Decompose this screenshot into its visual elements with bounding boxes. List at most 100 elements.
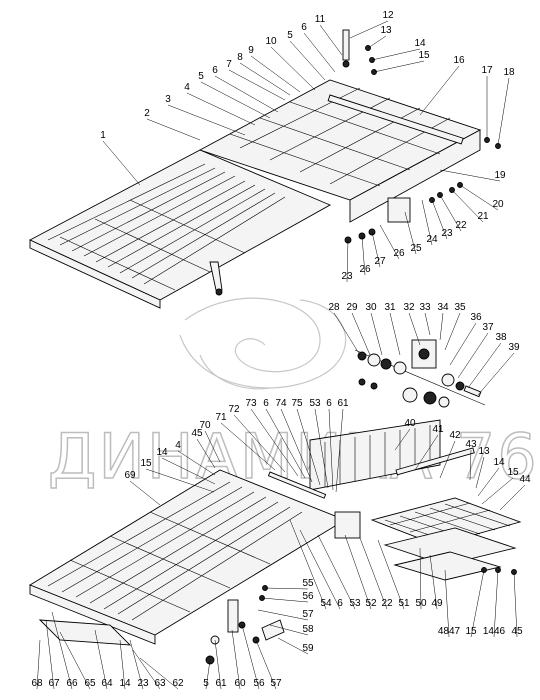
callout-label-c43: 43 xyxy=(465,439,477,450)
leader-line-c52 xyxy=(344,534,372,610)
leader-line-c5b xyxy=(289,40,326,81)
callout-label-c45: 45 xyxy=(191,428,203,439)
lower-link-rod xyxy=(267,471,327,499)
leader-line-c54 xyxy=(289,519,327,610)
leader-line-c4847 xyxy=(444,569,450,638)
leader-line-c27 xyxy=(371,231,381,268)
leader-line-c71 xyxy=(220,422,276,471)
leader-line-c15a xyxy=(373,60,425,73)
leader-line-c29 xyxy=(351,312,371,356)
callout-label-c73: 73 xyxy=(245,398,257,409)
callout-label-c41: 41 xyxy=(432,424,444,435)
callout-label-c33: 33 xyxy=(419,302,431,313)
leader-line-c38 xyxy=(467,342,502,389)
callout-label-c21: 21 xyxy=(477,211,489,222)
callout-label-c16: 16 xyxy=(453,55,465,66)
leader-line-c1 xyxy=(102,140,141,186)
callout-label-c29: 29 xyxy=(346,302,358,313)
callout-label-c64: 64 xyxy=(101,678,113,689)
upper-right-bracket xyxy=(387,197,411,223)
callout-label-c61a: 61 xyxy=(337,398,349,409)
callout-label-c6b: 6 xyxy=(301,22,307,33)
lower-diagonal-bar xyxy=(395,447,475,476)
leader-line-c2 xyxy=(146,118,201,141)
leader-line-c4b xyxy=(177,450,216,476)
callout-label-c3: 3 xyxy=(165,94,171,105)
leader-line-c56a xyxy=(261,597,309,603)
leader-line-c11 xyxy=(319,24,343,56)
lower-right-screen xyxy=(370,497,522,546)
leader-line-c50 xyxy=(419,547,422,610)
leader-line-c53b xyxy=(317,534,356,610)
lower-sieve-slats xyxy=(47,481,303,621)
callout-label-c14c: 14 xyxy=(156,447,168,458)
callout-label-c35: 35 xyxy=(454,302,466,313)
callout-label-c2: 2 xyxy=(144,108,150,119)
leader-line-c22b xyxy=(359,537,388,610)
lower-assembly xyxy=(28,419,522,665)
callout-label-c38: 38 xyxy=(495,332,507,343)
leader-line-c14d xyxy=(119,639,126,690)
upper-stand-foot xyxy=(215,288,223,296)
leader-line-c21 xyxy=(451,189,484,223)
leader-line-c57b xyxy=(255,639,277,690)
leader-line-c57a xyxy=(257,609,309,621)
leader-lines xyxy=(36,20,526,690)
leader-line-c36 xyxy=(449,322,477,366)
callout-label-c22: 22 xyxy=(455,220,467,231)
callout-label-c15d: 15 xyxy=(465,626,477,637)
callout-label-c25: 25 xyxy=(410,243,422,254)
leader-line-c31 xyxy=(389,312,401,356)
callout-label-c67: 67 xyxy=(48,678,60,689)
leader-line-c55 xyxy=(264,587,309,590)
leader-line-c3 xyxy=(167,104,246,136)
callout-label-c24: 24 xyxy=(426,234,438,245)
leader-line-c51 xyxy=(377,539,405,610)
callout-label-c26b: 26 xyxy=(359,264,371,275)
leader-line-c30 xyxy=(370,312,383,356)
leader-line-c13b xyxy=(475,456,485,489)
leader-line-c23a xyxy=(431,199,448,240)
callout-label-c75: 75 xyxy=(291,398,303,409)
leader-line-c8a xyxy=(239,62,291,96)
callout-label-c49: 49 xyxy=(431,598,443,609)
callout-label-c4b: 4 xyxy=(175,440,181,451)
leader-line-c6e xyxy=(299,529,341,610)
callout-label-c14a: 14 xyxy=(414,38,426,49)
leader-line-c65 xyxy=(59,631,91,690)
callout-label-c62: 62 xyxy=(172,678,184,689)
callout-label-c12: 12 xyxy=(382,10,394,21)
leader-line-c15b xyxy=(481,477,514,505)
leader-line-c45b xyxy=(513,571,518,638)
callout-label-c74: 74 xyxy=(275,398,287,409)
callout-label-c50: 50 xyxy=(415,598,427,609)
leader-line-c64 xyxy=(94,629,108,690)
upper-cross-bar xyxy=(327,94,464,145)
leader-line-c10 xyxy=(270,46,316,91)
leader-line-c41 xyxy=(414,434,439,471)
swirl-logo xyxy=(179,297,347,390)
callout-label-c54: 54 xyxy=(320,598,332,609)
leader-line-c32 xyxy=(408,312,421,346)
lower-bottom-hardware xyxy=(205,567,517,665)
callout-label-c5a: 5 xyxy=(198,71,204,82)
leader-line-c4a xyxy=(186,92,256,126)
callout-label-c27: 27 xyxy=(374,256,386,267)
leader-line-c18 xyxy=(497,77,510,146)
leader-line-c7 xyxy=(228,69,286,101)
leader-line-c70 xyxy=(204,430,221,463)
lower-rear-grate xyxy=(309,419,441,491)
callout-label-c5b: 5 xyxy=(287,30,293,41)
leader-line-c43 xyxy=(469,449,472,481)
callout-label-c56b: 56 xyxy=(253,678,265,689)
callout-label-c26: 26 xyxy=(393,248,405,259)
callout-label-c60: 60 xyxy=(234,678,246,689)
callout-label-c45b: 45 xyxy=(511,626,523,637)
leader-line-c24 xyxy=(421,199,433,246)
leader-line-c5c xyxy=(205,659,211,690)
callout-label-c70: 70 xyxy=(199,420,211,431)
callout-label-c17: 17 xyxy=(481,65,493,76)
callout-label-c28: 28 xyxy=(328,302,340,313)
callout-label-c19: 19 xyxy=(494,170,506,181)
